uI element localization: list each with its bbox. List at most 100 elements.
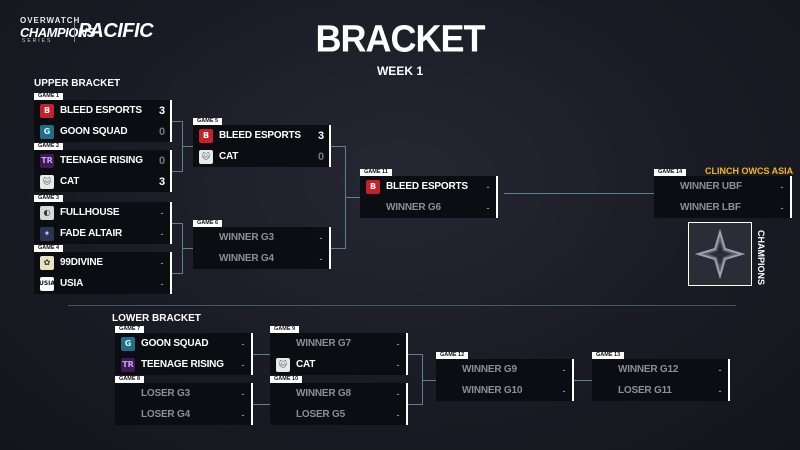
team-score: -	[160, 228, 164, 239]
game-4-team-2[interactable]: USIA USIA -	[34, 273, 172, 294]
page-subtitle: WEEK 1	[376, 64, 423, 78]
game-8-team-2[interactable]: LOSER G4 -	[115, 404, 253, 425]
99divine-icon: ✿	[40, 255, 54, 270]
game-14-team-2[interactable]: WINNER LBF -	[654, 197, 792, 218]
connector	[408, 404, 422, 405]
team-score: -	[486, 181, 490, 192]
game-6-team-1[interactable]: WINNER G3 -	[193, 227, 331, 248]
team-name: LOSER G5	[296, 409, 345, 420]
team-score: 0	[158, 125, 166, 138]
game-13-team-2[interactable]: LOSER G11 -	[592, 380, 730, 401]
teenage-rising-icon: TR	[121, 357, 135, 372]
game-7-team-1[interactable]: G GOON SQUAD -	[115, 333, 253, 354]
team-name: BLEED ESPORTS	[219, 130, 301, 141]
connector	[253, 404, 270, 405]
team-score: -	[562, 364, 566, 375]
game-9-team-2[interactable]: 🐱 CAT -	[270, 354, 408, 375]
game-9-label: GAME 9	[270, 326, 300, 333]
game-8-label: GAME 8	[115, 376, 145, 383]
team-score: -	[396, 359, 400, 370]
team-score: 3	[158, 175, 166, 188]
game-5-team-1[interactable]: B BLEED ESPORTS 3	[193, 125, 331, 146]
game-6-team-2[interactable]: WINNER G4 -	[193, 248, 331, 269]
team-score: -	[241, 338, 245, 349]
team-name: BLEED ESPORTS	[60, 105, 142, 116]
team-name: WINNER G3	[219, 232, 274, 243]
cat-icon: 🐱	[40, 174, 54, 189]
team-name: LOSER G11	[618, 385, 672, 396]
team-name: WINNER G10	[462, 385, 523, 396]
champions-trophy	[688, 222, 752, 286]
game-12-team-2[interactable]: WINNER G10 -	[436, 380, 574, 401]
team-name: LOSER G4	[141, 409, 190, 420]
connector	[408, 354, 422, 355]
game-10-team-2[interactable]: LOSER G5 -	[270, 404, 408, 425]
bleed-esports-icon: B	[40, 103, 54, 118]
cat-icon: 🐱	[199, 149, 213, 164]
team-score: -	[241, 388, 245, 399]
game-2-team-2[interactable]: 🐱 CAT 3	[34, 171, 172, 192]
fullhouse-icon: ◐	[40, 205, 54, 220]
team-name: WINNER G7	[296, 338, 351, 349]
game-14-label: GAME 14	[654, 169, 687, 176]
region-label: PACIFIC	[78, 20, 154, 42]
connector	[422, 354, 423, 405]
team-name: BLEED ESPORTS	[386, 181, 468, 192]
game-11-team-1[interactable]: B BLEED ESPORTS -	[360, 176, 498, 197]
game-2-team-1[interactable]: TR TEENAGE RISING 0	[34, 150, 172, 171]
teenage-rising-icon: TR	[40, 153, 54, 168]
game-1-team-2[interactable]: G GOON SQUAD 0	[34, 121, 172, 142]
game-8-team-1[interactable]: LOSER G3 -	[115, 383, 253, 404]
team-name: WINNER G4	[219, 253, 274, 264]
game-12-label: GAME 12	[436, 352, 469, 359]
team-score: 0	[158, 154, 166, 167]
champions-star-icon	[695, 229, 745, 279]
connector	[182, 248, 193, 249]
game-7-team-2[interactable]: TR TEENAGE RISING -	[115, 354, 253, 375]
team-name: WINNER UBF	[680, 181, 742, 192]
game-11-team-2[interactable]: WINNER G6 -	[360, 197, 498, 218]
team-score: -	[319, 253, 323, 264]
connector	[172, 171, 182, 172]
team-score: -	[160, 207, 164, 218]
connector	[172, 273, 182, 274]
team-score: -	[562, 385, 566, 396]
game-11-label: GAME 11	[360, 169, 392, 176]
game-10-team-1[interactable]: WINNER G8 -	[270, 383, 408, 404]
team-score: -	[718, 385, 722, 396]
team-score: -	[718, 364, 722, 375]
team-name: FADE ALTAIR	[60, 228, 123, 239]
clinch-label: CLINCH OWCS ASIA	[705, 166, 794, 176]
connector	[253, 354, 270, 355]
team-score: -	[486, 202, 490, 213]
connector	[504, 193, 654, 194]
lower-bracket-label: LOWER BRACKET	[112, 313, 201, 324]
game-14-team-1[interactable]: WINNER UBF -	[654, 176, 792, 197]
game-4-team-1[interactable]: ✿ 99DIVINE -	[34, 252, 172, 273]
game-3-team-2[interactable]: ✦ FADE ALTAIR -	[34, 223, 172, 244]
team-score: -	[780, 202, 784, 213]
bleed-esports-icon: B	[199, 128, 213, 143]
game-3-team-1[interactable]: ◐ FULLHOUSE -	[34, 202, 172, 223]
connector	[172, 223, 182, 224]
connector	[574, 380, 592, 381]
game-9-team-1[interactable]: WINNER G7 -	[270, 333, 408, 354]
team-score: -	[160, 257, 164, 268]
game-1-team-1[interactable]: B BLEED ESPORTS 3	[34, 100, 172, 121]
team-name: CAT	[296, 359, 316, 370]
team-name: WINNER LBF	[680, 202, 741, 213]
team-name: WINNER G8	[296, 388, 351, 399]
team-name: WINNER G9	[462, 364, 517, 375]
game-5-team-2[interactable]: 🐱 CAT 0	[193, 146, 331, 167]
team-score: -	[241, 409, 245, 420]
game-12-team-1[interactable]: WINNER G9 -	[436, 359, 574, 380]
team-name: CAT	[219, 151, 239, 162]
game-13-label: GAME 13	[592, 352, 625, 359]
bleed-esports-icon: B	[366, 179, 380, 194]
logo-champions: CHAMPIONS	[20, 25, 95, 40]
team-name: CAT	[60, 176, 80, 187]
fade-altair-icon: ✦	[40, 226, 54, 241]
team-score: -	[396, 388, 400, 399]
game-13-team-1[interactable]: WINNER G12 -	[592, 359, 730, 380]
game-1-label: GAME 1	[34, 93, 64, 100]
